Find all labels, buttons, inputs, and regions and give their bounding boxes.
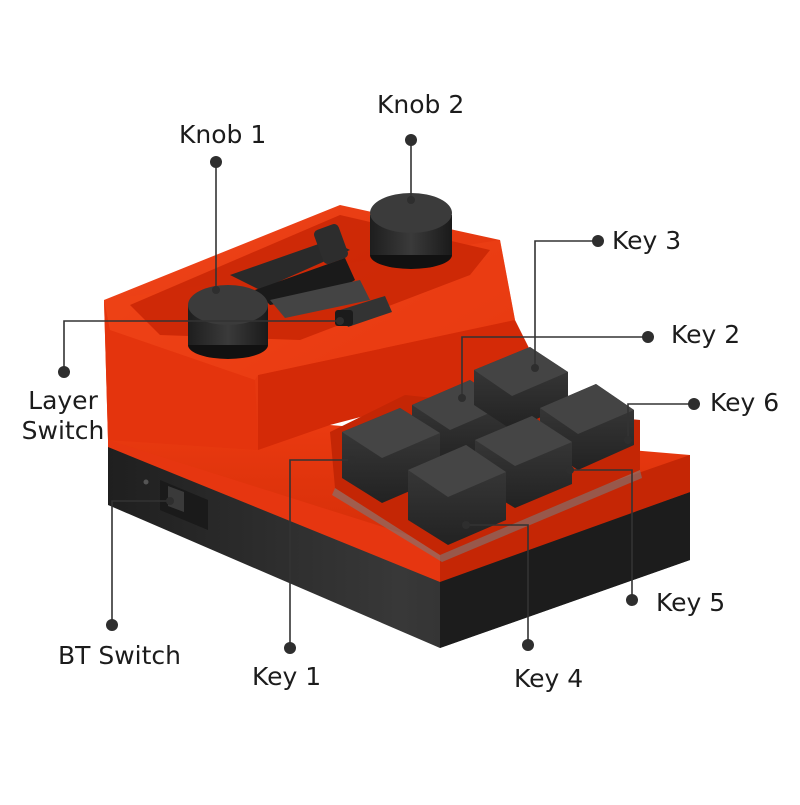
label-knob-1: Knob 1 [179, 120, 267, 149]
leader-lines [63, 140, 694, 648]
label-bt-switch: BT Switch [58, 641, 182, 670]
knob-2[interactable] [370, 193, 452, 269]
label-key-6: Key 6 [710, 388, 780, 417]
label-layer-switch-line-1: Layer [28, 386, 98, 415]
label-key-4: Key 4 [514, 664, 584, 693]
label-layer-switch-line-2: Switch [21, 416, 105, 445]
label-knob-2: Knob 2 [377, 90, 465, 119]
label-key-5: Key 5 [656, 588, 726, 617]
knob-1[interactable] [188, 285, 268, 359]
bt-switch[interactable] [143, 479, 209, 531]
device-base [108, 440, 690, 648]
label-key-3: Key 3 [612, 226, 682, 255]
keycap-key-4[interactable] [408, 445, 506, 545]
callout-dots [58, 134, 700, 654]
label-key-2: Key 2 [671, 320, 741, 349]
slide-track [230, 224, 370, 318]
label-key-1: Key 1 [252, 662, 322, 691]
label-layer-switch: Layer Switch [18, 386, 108, 446]
